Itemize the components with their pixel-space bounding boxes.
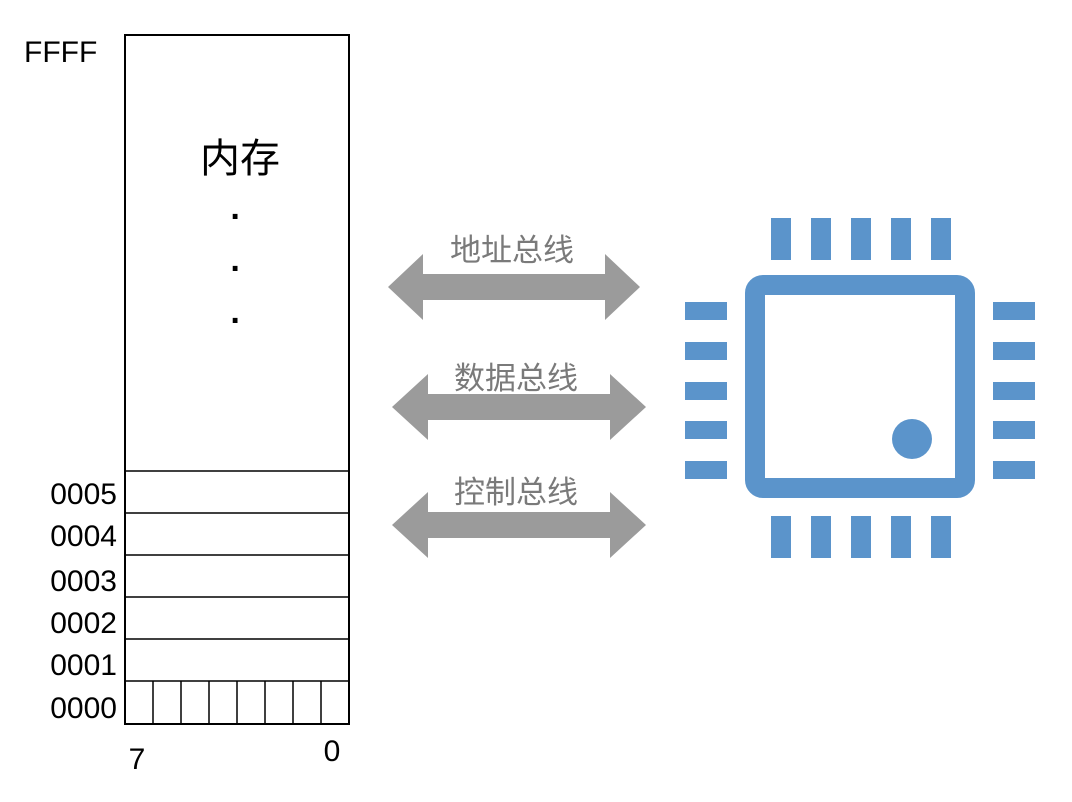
- bit-dividers: [152, 681, 322, 724]
- ellipsis-dot: ·: [230, 302, 241, 340]
- bit-low-label: 0: [324, 735, 341, 768]
- address-label: 0001: [50, 649, 117, 682]
- bus-label: 数据总线: [454, 361, 578, 397]
- bus-arrow: [388, 254, 640, 320]
- chip-pin: [771, 218, 791, 260]
- chip-pin: [771, 516, 791, 558]
- chip-pin: [685, 461, 727, 479]
- address-label: 0002: [50, 607, 117, 640]
- memory-title: 内存: [200, 136, 280, 182]
- chip-pin: [851, 516, 871, 558]
- cpu-chip-icon: [685, 218, 1035, 558]
- bus-arrow: [392, 492, 646, 558]
- chip-pin: [931, 516, 951, 558]
- address-label: 0005: [50, 478, 117, 511]
- chip-pin: [891, 516, 911, 558]
- address-label: 0000: [50, 692, 117, 725]
- chip-pin: [993, 461, 1035, 479]
- chip-pin: [993, 302, 1035, 320]
- chip-dot: [892, 419, 932, 459]
- chip-pin: [993, 342, 1035, 360]
- chip-pin: [891, 218, 911, 260]
- chip-pin: [993, 421, 1035, 439]
- ellipsis-dot: ·: [230, 250, 241, 288]
- bus-arrow: [392, 374, 646, 440]
- bus-label: 地址总线: [450, 233, 574, 269]
- address-label: 0004: [50, 520, 117, 553]
- bus-label: 控制总线: [454, 475, 578, 511]
- chip-pin: [811, 218, 831, 260]
- address-bus: 地址总线: [388, 233, 640, 320]
- bit-high-label: 7: [129, 743, 146, 776]
- chip-pin: [931, 218, 951, 260]
- chip-pin: [685, 342, 727, 360]
- chip-pin: [811, 516, 831, 558]
- chip-pin: [851, 218, 871, 260]
- memory-block: 内存 · · ·: [124, 34, 350, 725]
- address-top: FFFF: [24, 36, 97, 69]
- data-bus: 数据总线: [392, 361, 646, 440]
- chip-body: [745, 275, 975, 498]
- chip-pin: [993, 382, 1035, 400]
- chip-pin: [685, 382, 727, 400]
- chip-pin: [685, 421, 727, 439]
- address-label: 0003: [50, 565, 117, 598]
- ellipsis-dot: ·: [230, 198, 241, 236]
- control-bus: 控制总线: [392, 475, 646, 558]
- chip-pin: [685, 302, 727, 320]
